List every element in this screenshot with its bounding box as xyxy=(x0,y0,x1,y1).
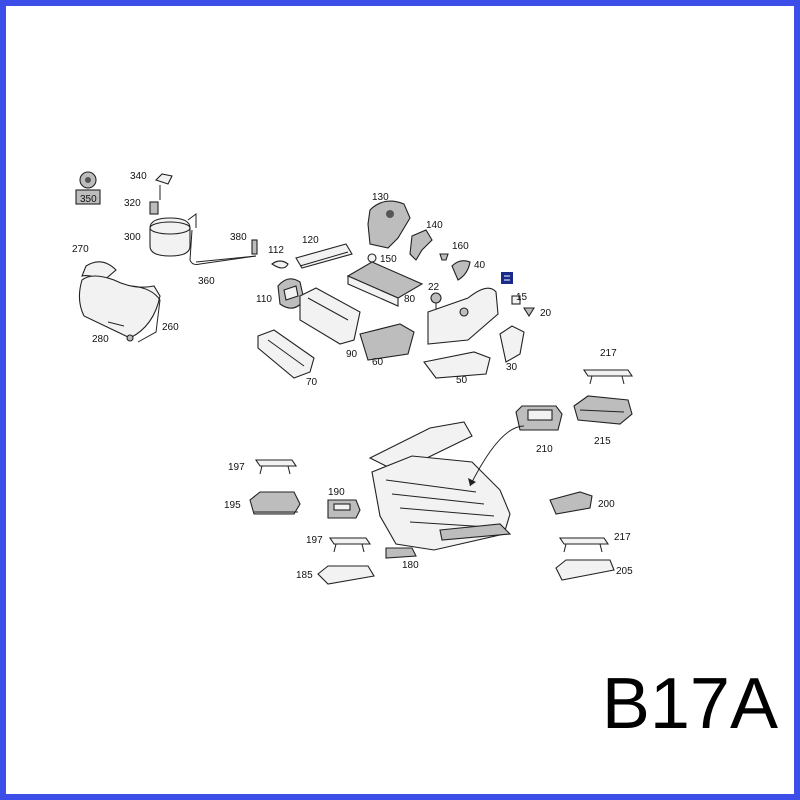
callout-200: 200 xyxy=(598,499,615,510)
callout-185: 185 xyxy=(296,570,313,581)
callout-120: 120 xyxy=(302,235,319,246)
part-70 xyxy=(257,329,315,379)
callout-40: 40 xyxy=(474,260,486,271)
callout-280: 280 xyxy=(92,334,109,345)
callout-350: 350 xyxy=(80,194,97,205)
callout-205: 205 xyxy=(616,566,633,577)
callout-360: 360 xyxy=(198,276,215,287)
part-140 xyxy=(409,229,433,261)
part-150 xyxy=(367,253,377,263)
part-300 xyxy=(149,213,197,257)
part-280 xyxy=(107,321,125,327)
part-217-top xyxy=(582,369,634,385)
callout-50: 50 xyxy=(456,375,468,386)
part-197-top xyxy=(254,459,298,475)
callout-215: 215 xyxy=(594,436,611,447)
callout-labels: 340 350 320 300 380 360 270 280 260 112 … xyxy=(72,171,633,581)
part-340 xyxy=(154,173,173,200)
callout-270: 270 xyxy=(72,244,89,255)
part-260 xyxy=(126,285,161,343)
callout-70: 70 xyxy=(306,377,318,388)
part-380 xyxy=(251,239,258,255)
callout-30: 30 xyxy=(506,362,518,373)
part-190 xyxy=(327,499,361,519)
callout-197-bottom: 197 xyxy=(306,535,323,546)
callout-160: 160 xyxy=(452,241,469,252)
part-320 xyxy=(149,201,159,215)
callout-140: 140 xyxy=(426,220,443,231)
part-30 xyxy=(499,325,525,363)
part-side-cover xyxy=(427,287,499,345)
part-200 xyxy=(549,491,593,515)
part-40 xyxy=(451,260,471,281)
callout-80: 80 xyxy=(404,294,416,305)
callout-380: 380 xyxy=(230,232,247,243)
part-205 xyxy=(555,559,615,581)
callout-217-bottom: 217 xyxy=(614,532,631,543)
callout-110: 110 xyxy=(256,294,272,305)
callout-180: 180 xyxy=(402,560,419,571)
part-110 xyxy=(277,278,305,309)
part-270 xyxy=(78,261,161,339)
callout-300: 300 xyxy=(124,232,141,243)
part-60 xyxy=(359,323,415,361)
part-215 xyxy=(573,395,633,425)
callout-22: 22 xyxy=(428,282,440,293)
part-210 xyxy=(515,405,563,431)
diagram-code: B17A xyxy=(601,664,778,744)
part-112 xyxy=(271,260,289,269)
part-360 xyxy=(189,229,257,265)
callout-195: 195 xyxy=(224,500,241,511)
callout-150: 150 xyxy=(380,254,397,265)
part-22 xyxy=(430,292,442,310)
part-15 xyxy=(511,295,521,305)
part-195 xyxy=(249,491,301,515)
part-120 xyxy=(295,243,353,269)
part-20 xyxy=(523,307,535,318)
callout-340: 340 xyxy=(130,171,147,182)
callout-197-top: 197 xyxy=(228,462,245,473)
part-160 xyxy=(439,253,449,261)
callout-210: 210 xyxy=(536,444,553,455)
part-350 xyxy=(75,171,101,205)
part-90 xyxy=(299,287,361,345)
callout-217-top: 217 xyxy=(600,348,617,359)
callout-130: 130 xyxy=(372,192,389,203)
callout-20: 20 xyxy=(540,308,552,319)
callout-15: 15 xyxy=(516,292,528,303)
callout-112: 112 xyxy=(268,245,284,256)
marker-icon xyxy=(501,272,513,284)
part-80 xyxy=(346,261,424,307)
part-130 xyxy=(367,200,411,249)
part-180 xyxy=(385,547,417,559)
callout-60: 60 xyxy=(372,357,384,368)
callout-90: 90 xyxy=(346,349,358,360)
part-197-bottom xyxy=(328,537,372,553)
seat-frame xyxy=(368,421,525,551)
callout-260: 260 xyxy=(162,322,179,333)
callout-190: 190 xyxy=(328,487,345,498)
part-50 xyxy=(423,351,491,379)
callout-320: 320 xyxy=(124,198,141,209)
part-185 xyxy=(317,565,375,585)
part-217-bottom xyxy=(558,537,610,553)
